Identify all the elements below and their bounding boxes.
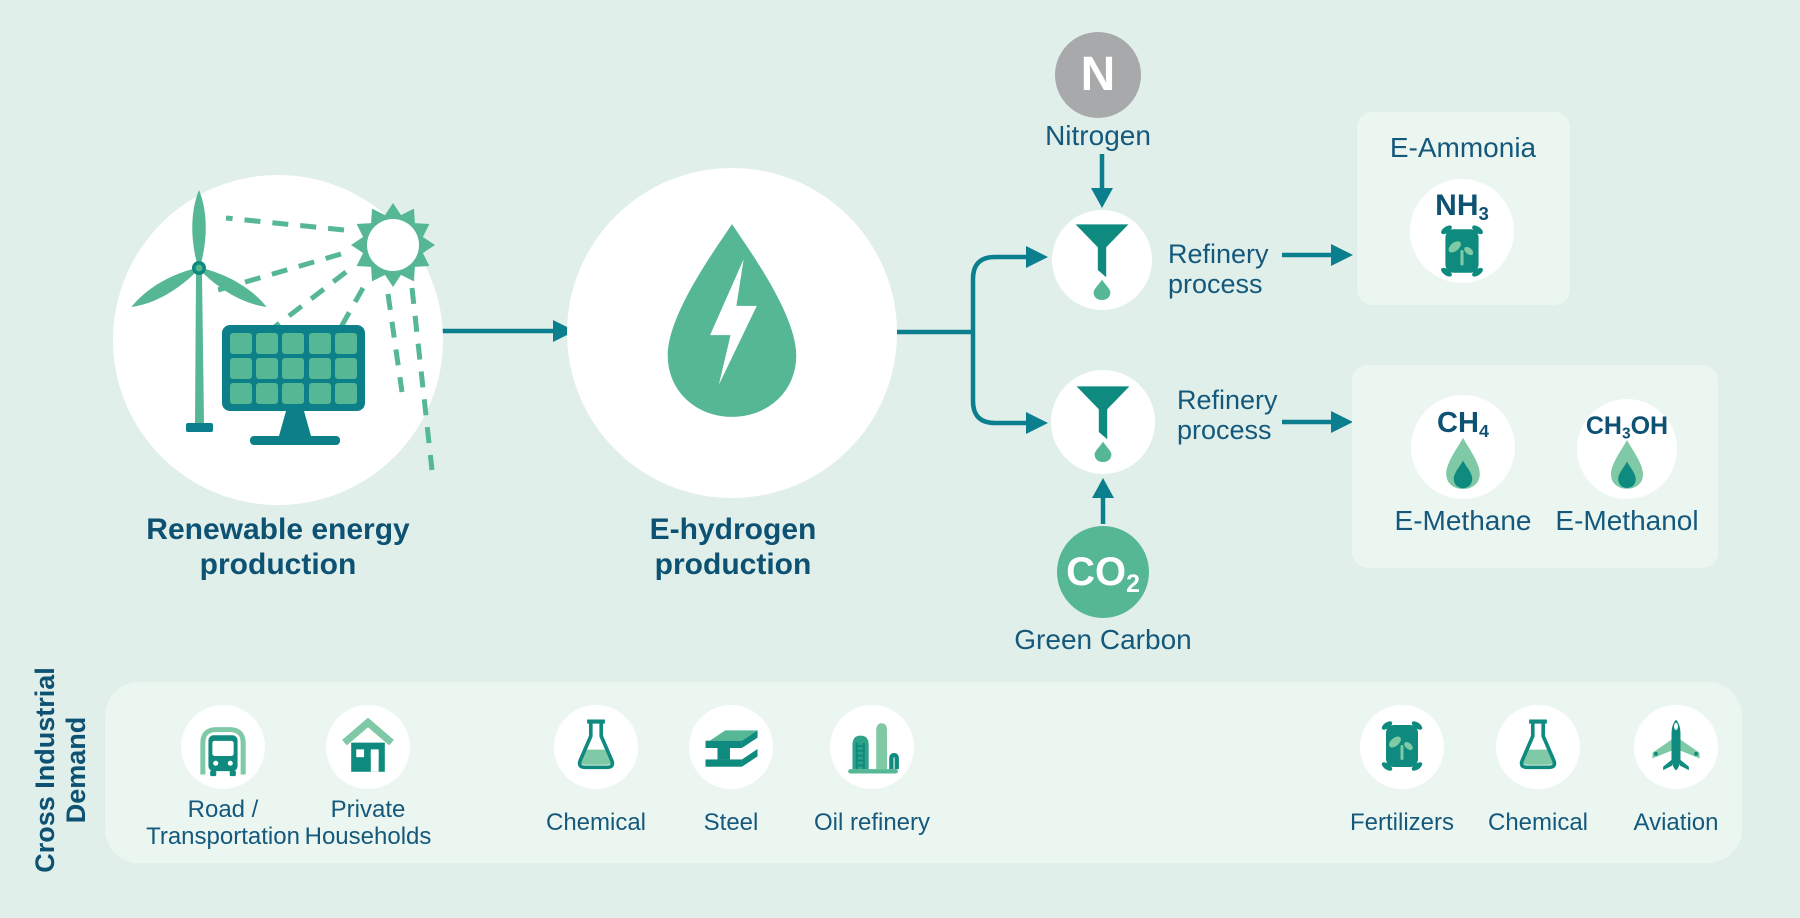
water-drop-lightning-icon	[667, 224, 797, 417]
flask-icon	[1519, 719, 1557, 770]
funnel-drop-icon	[1076, 386, 1130, 462]
refinery-top-label: Refinery process	[1168, 239, 1269, 299]
co2-circle: CO2	[1057, 526, 1149, 618]
demand-item-label: Oil refinery	[813, 809, 931, 836]
branch-to-top-refinery	[970, 254, 1026, 332]
solar-panel-icon	[222, 325, 365, 445]
wind-turbine-solar-panel-sun-icon	[131, 190, 435, 471]
bus-icon	[200, 727, 246, 777]
e-ammonia-title: E-Ammonia	[1389, 132, 1537, 163]
sun-icon	[217, 203, 435, 471]
nitrogen-symbol: N	[1080, 48, 1116, 101]
fertilizer-bag-icon	[1381, 721, 1423, 771]
demand-item-label: Chemical	[1487, 809, 1589, 836]
refinery-bottom-label: Refinery process	[1177, 385, 1278, 445]
renewable-energy-label: Renewable energy production	[146, 513, 410, 581]
nitrogen-circle: N	[1055, 32, 1141, 118]
wind-turbine-icon	[131, 190, 267, 432]
demand-item-label: Steel	[703, 809, 759, 836]
branch-to-bottom-refinery	[970, 332, 1026, 426]
e-methanol-label: E-Methanol	[1555, 505, 1699, 536]
demand-item-label: Chemical	[545, 809, 647, 836]
fertilizer-bag-icon	[1441, 225, 1483, 277]
demand-item-circle	[1496, 705, 1580, 789]
demand-item-circle	[830, 705, 914, 789]
demand-item-circle	[554, 705, 638, 789]
oil-refinery-icon	[848, 723, 899, 774]
green-carbon-label: Green Carbon	[1014, 624, 1192, 655]
cross-industrial-demand-title: Cross Industrial Demand	[30, 667, 91, 873]
demand-item-label: Aviation	[1633, 809, 1719, 836]
nitrogen-label: Nitrogen	[1045, 120, 1151, 151]
flask-icon	[577, 719, 615, 770]
e-methane-label: E-Methane	[1394, 505, 1532, 536]
nh3-formula: NH3	[1435, 189, 1489, 225]
e-hydrogen-label: E-hydrogen production	[649, 513, 817, 581]
demand-item-label: Road / Transportation	[146, 796, 300, 850]
funnel-drop-icon	[1075, 224, 1129, 300]
co2-symbol: CO2	[1066, 550, 1140, 598]
airplane-icon	[1652, 719, 1700, 771]
steel-beam-icon	[705, 730, 758, 767]
flame-icon	[1611, 440, 1643, 489]
ch3oh-formula: CH3OH	[1585, 412, 1669, 443]
demand-item-label: Private Households	[304, 796, 432, 850]
ch4-formula: CH4	[1437, 407, 1489, 442]
flame-icon	[1446, 437, 1480, 490]
house-icon	[342, 718, 394, 772]
demand-item-label: Fertilizers	[1349, 809, 1454, 836]
